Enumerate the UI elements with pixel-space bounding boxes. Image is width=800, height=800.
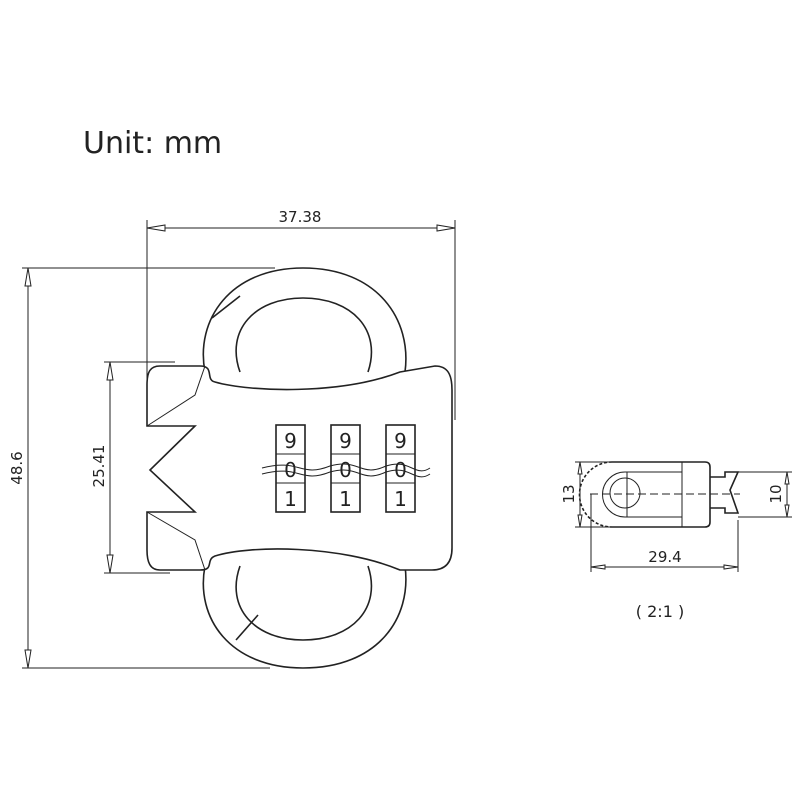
- dimension-height: 48.6: [8, 267, 275, 669]
- dial-frame: [385, 424, 416, 513]
- height-dimension-label: 48.6: [8, 451, 26, 484]
- dial-digit-top: 9: [284, 429, 297, 453]
- detail-scale-label: ( 2:1 ): [636, 602, 684, 621]
- dial-frame: [330, 424, 361, 513]
- bottom-shackle-inner: [235, 565, 373, 641]
- combination-dials: 9 0 1 9 0 1 9 0 1: [275, 424, 416, 513]
- top-shackle-inner: [235, 297, 373, 373]
- shackle-split: [211, 295, 241, 319]
- dial-digit-bottom: 1: [284, 487, 297, 511]
- padlock-front-view: [146, 267, 453, 669]
- dial-digit-bottom: 1: [339, 487, 352, 511]
- dial-axle: [261, 469, 431, 478]
- width-dimension-label: 37.38: [279, 208, 322, 226]
- detail-length-label: 29.4: [648, 548, 681, 566]
- dial-digit-current: 0: [339, 458, 352, 482]
- body-bevel: [146, 511, 206, 571]
- dimension-width: 37.38: [146, 208, 456, 420]
- dial-detail-view: 13 10 29.4 ( 2:1 ): [560, 461, 792, 621]
- detail-pin-label: 10: [767, 484, 785, 503]
- shackle-split: [235, 614, 259, 641]
- body-bevel: [146, 365, 206, 427]
- top-shackle-outer: [202, 267, 407, 373]
- axle-hole: [609, 477, 641, 509]
- dial-axle: [261, 463, 431, 472]
- dial-digit-top: 9: [394, 429, 407, 453]
- dial-digit-bottom: 1: [394, 487, 407, 511]
- dial-2[interactable]: 9 0 1: [330, 424, 361, 513]
- body-height-dimension-label: 25.41: [90, 445, 108, 488]
- dial-digit-current: 0: [284, 458, 297, 482]
- detail-height-label: 13: [560, 484, 578, 503]
- dial-digit-current: 0: [394, 458, 407, 482]
- dial-pin: [710, 471, 740, 514]
- dial-3[interactable]: 9 0 1: [385, 424, 416, 513]
- bottom-shackle-outer: [202, 565, 407, 669]
- dimension-body-height: 25.41: [90, 361, 175, 574]
- dial-frame: [275, 424, 306, 513]
- dial-1[interactable]: 9 0 1: [275, 424, 306, 513]
- dial-digit-top: 9: [339, 429, 352, 453]
- unit-label: Unit: mm: [83, 126, 222, 161]
